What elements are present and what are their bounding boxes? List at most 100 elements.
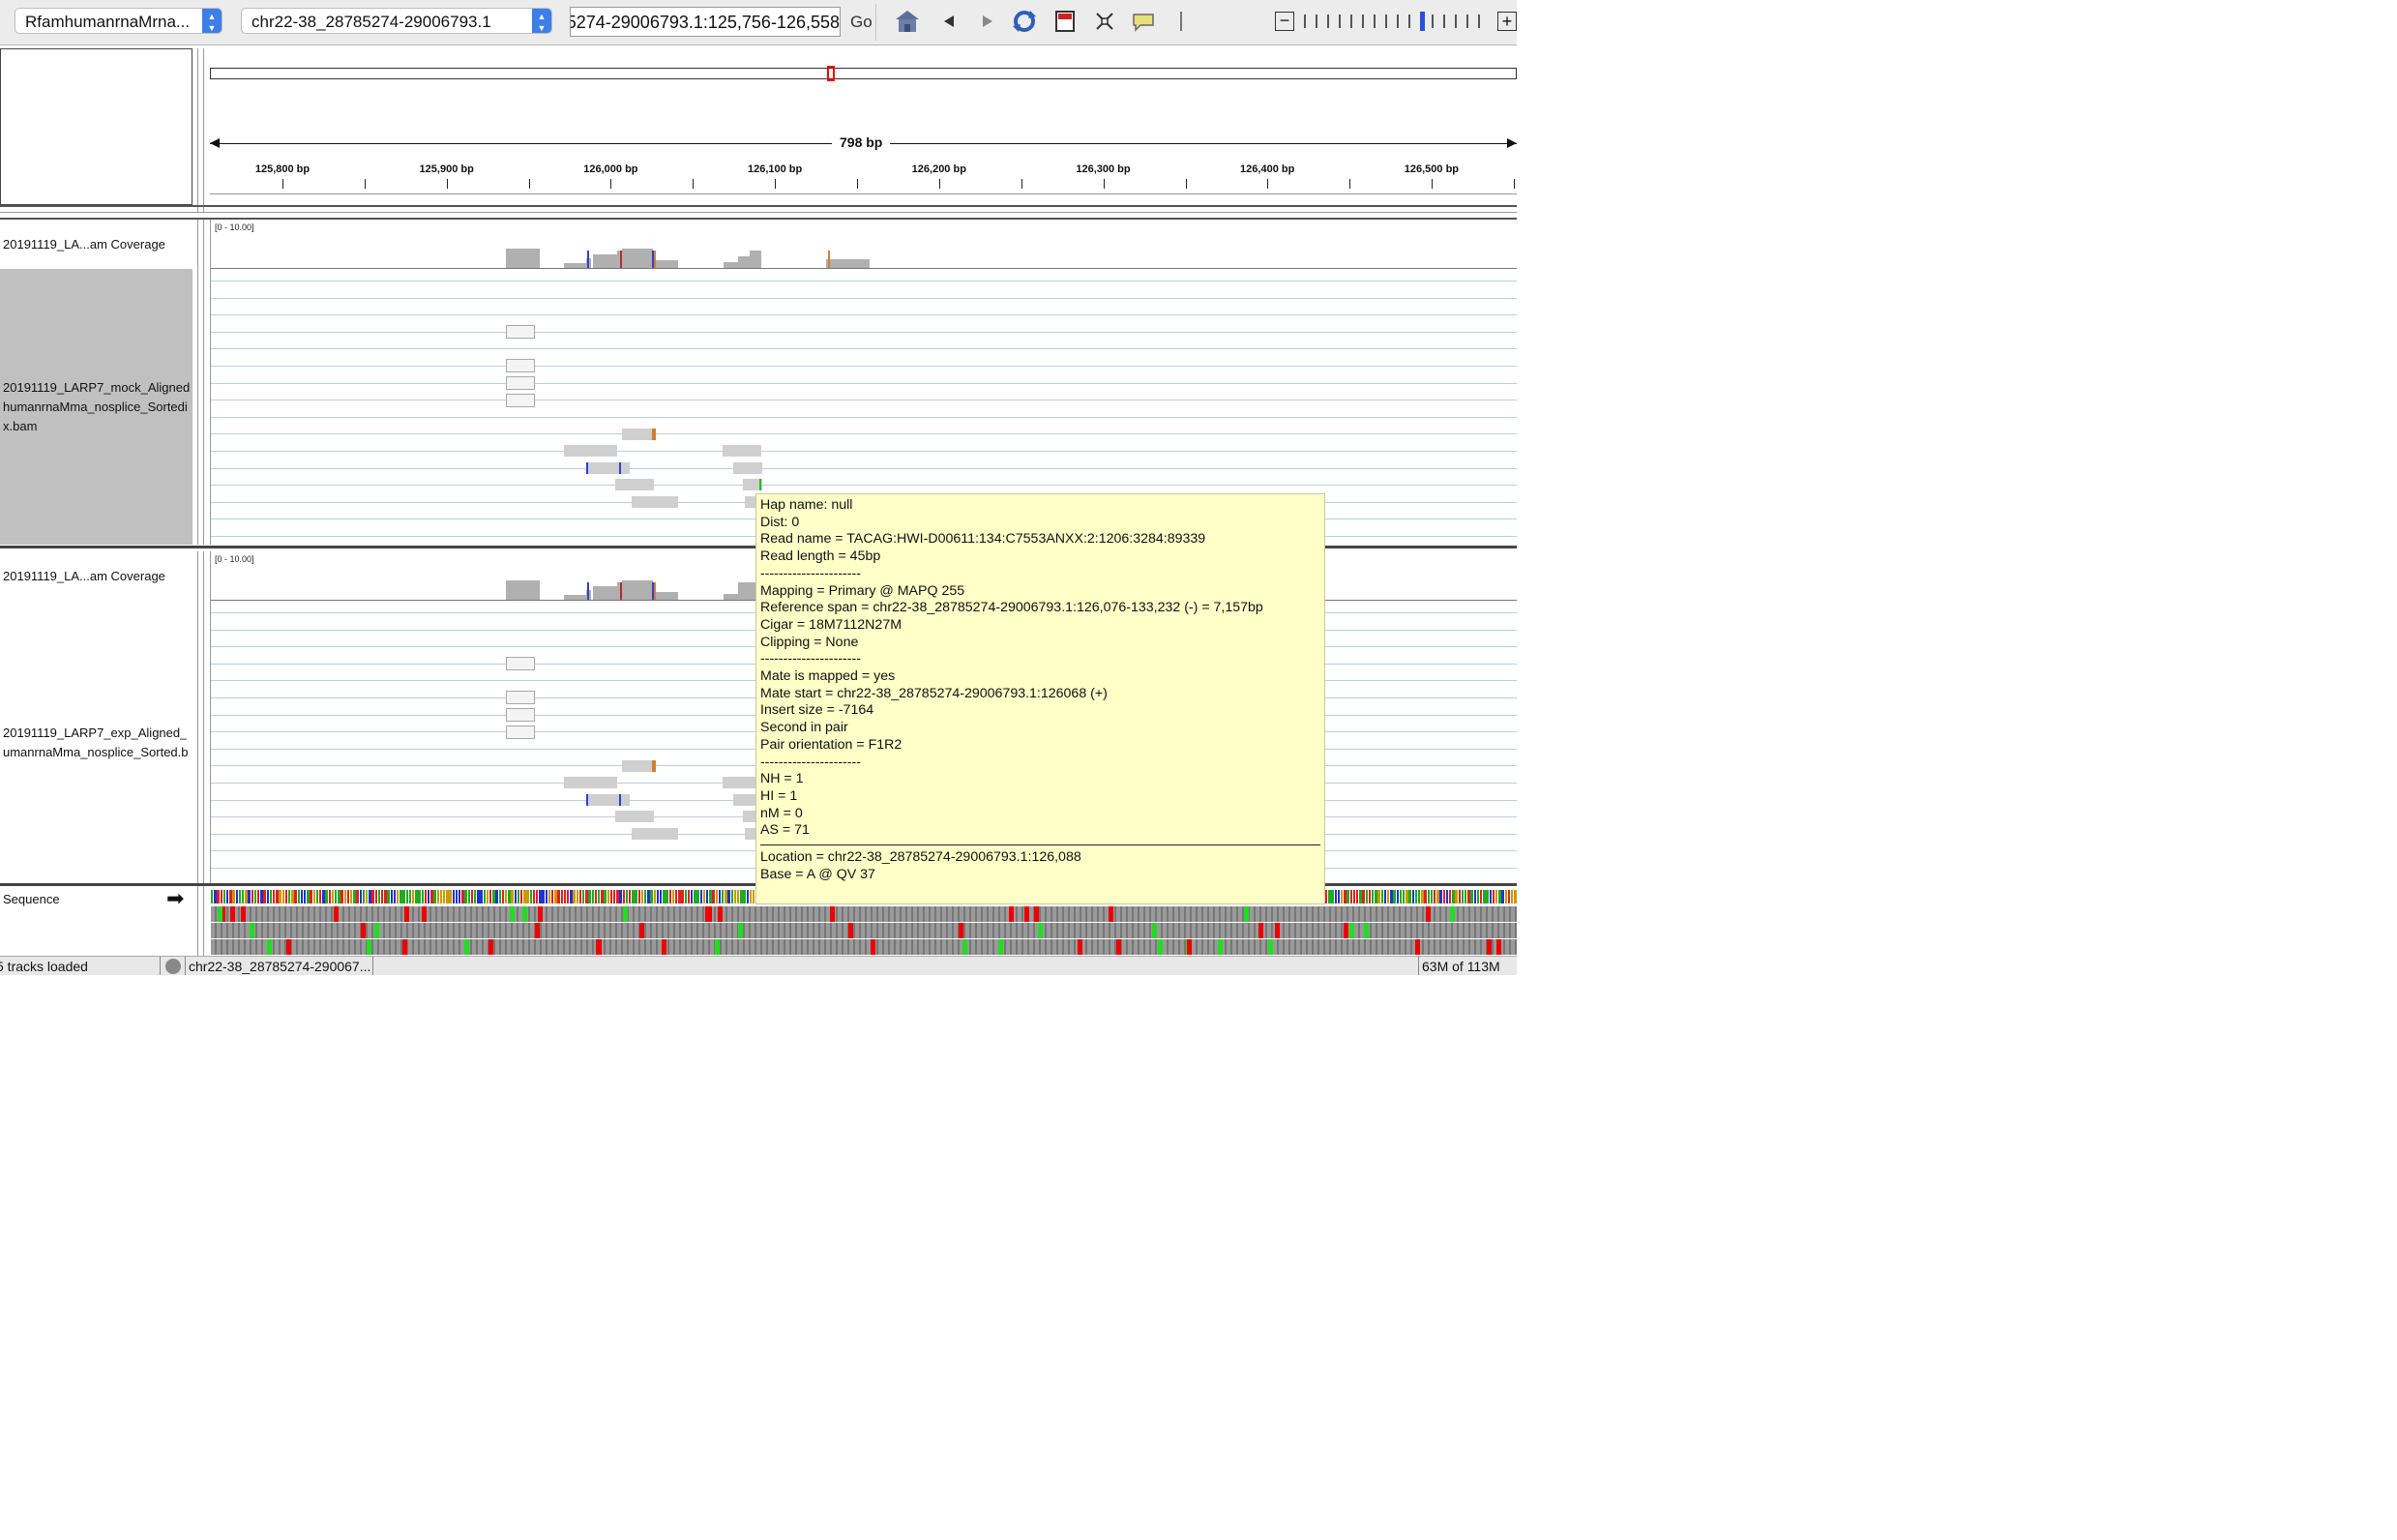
sequence-base — [681, 890, 684, 903]
sequence-base — [576, 890, 578, 903]
zoom-out-button[interactable]: − — [1275, 12, 1294, 31]
aligned-read[interactable] — [587, 462, 630, 474]
back-icon[interactable] — [936, 9, 962, 34]
sequence-base — [1377, 890, 1380, 903]
alignment-track-name-panel-selected[interactable]: 20191119_LARP7_mock_Aligned humanrnaMma_… — [0, 269, 192, 545]
chromosome-ideogram[interactable] — [210, 68, 1517, 79]
popup-line: HI = 1 — [760, 787, 798, 804]
read-block[interactable] — [506, 691, 535, 704]
strand-arrow-icon[interactable]: ➡ — [166, 886, 185, 910]
coverage-mismatch — [652, 251, 654, 268]
go-button[interactable]: Go — [850, 13, 873, 31]
sequence-track-name[interactable]: Sequence — [3, 892, 60, 906]
popup-line: Dist: 0 — [760, 514, 800, 530]
sequence-base — [563, 890, 567, 903]
aligned-read[interactable] — [564, 777, 617, 788]
zoom-slider[interactable] — [1304, 12, 1488, 31]
read-block[interactable] — [506, 325, 535, 339]
sequence-base — [421, 890, 424, 903]
read-block[interactable] — [506, 376, 535, 390]
sequence-base — [684, 890, 687, 903]
sequence-base — [279, 890, 281, 903]
aligned-read[interactable] — [632, 496, 678, 508]
codon-marker — [737, 923, 743, 938]
coverage-track-name[interactable]: 20191119_LA...am Coverage — [3, 237, 165, 252]
locus-status: chr22-38_28785274-290067... — [185, 957, 373, 975]
aligned-read[interactable] — [615, 479, 654, 490]
sequence-base — [338, 890, 340, 903]
coverage-track-name[interactable]: 20191119_LA...am Coverage — [3, 569, 165, 583]
sequence-base — [1393, 890, 1396, 903]
home-icon[interactable] — [895, 9, 920, 34]
aligned-read[interactable] — [733, 794, 762, 806]
codon-marker — [401, 939, 407, 955]
aligned-read[interactable] — [743, 479, 762, 490]
codon-marker — [1449, 906, 1455, 922]
codon-marker — [1243, 906, 1249, 922]
codon-marker — [623, 906, 629, 922]
tracks-loaded-status: 5 tracks loaded — [0, 957, 161, 975]
sequence-base — [369, 890, 371, 903]
coverage-scale-label: [0 - 10.00] — [215, 222, 254, 232]
aligned-read[interactable] — [587, 794, 630, 806]
aligned-read[interactable] — [622, 760, 656, 772]
sequence-base — [1439, 890, 1442, 903]
sequence-base — [418, 890, 421, 903]
sequence-base — [381, 890, 384, 903]
read-block[interactable] — [506, 657, 535, 670]
aligned-read[interactable] — [723, 445, 761, 457]
sequence-base — [1476, 890, 1480, 903]
ruler-tick-label: 126,500 bp — [1404, 163, 1460, 175]
roi-icon[interactable] — [1052, 9, 1078, 34]
aligned-read[interactable] — [564, 445, 617, 457]
forward-icon[interactable] — [975, 9, 1000, 34]
sequence-base — [1399, 890, 1403, 903]
sequence-base — [650, 890, 653, 903]
ruler-minor-tick — [365, 179, 366, 189]
chromosome-dropdown[interactable]: chr22-38_28785274-29006793.1 ▲▼ — [241, 8, 552, 34]
aligned-read[interactable] — [733, 462, 762, 474]
genome-dropdown-value: RfamhumanrnaMrna... — [25, 13, 191, 31]
popup-text-icon[interactable] — [1131, 9, 1156, 34]
header-separator — [0, 212, 1517, 213]
sequence-base — [585, 890, 588, 903]
aligned-read[interactable] — [723, 777, 761, 788]
sequence-base — [1344, 890, 1346, 903]
sequence-base — [276, 890, 279, 903]
ruler-tick-label: 125,900 bp — [419, 163, 474, 175]
read-block[interactable] — [506, 708, 535, 722]
codon-marker — [1186, 939, 1192, 955]
locus-input[interactable]: chr22-38_28785274-29006793.1:125,756-126… — [570, 7, 841, 37]
refresh-icon[interactable] — [1012, 9, 1037, 34]
sequence-base — [647, 890, 650, 903]
sequence-base — [1445, 890, 1449, 903]
sequence-base — [459, 890, 461, 903]
coverage-mismatch — [620, 582, 622, 600]
aligned-read[interactable] — [622, 429, 656, 440]
chromosome-dropdown-value: chr22-38_28785274-29006793.1 — [252, 13, 491, 31]
sequence-base — [452, 890, 455, 903]
toolbar-divider — [875, 4, 876, 41]
read-block[interactable] — [506, 359, 535, 372]
sequence-base — [635, 890, 637, 903]
sequence-base — [1501, 890, 1504, 903]
aligned-read[interactable] — [632, 828, 678, 840]
resize-icon[interactable] — [1092, 9, 1117, 34]
codon-marker — [1349, 923, 1355, 938]
sequence-base — [1362, 890, 1365, 903]
read-block[interactable] — [506, 726, 535, 739]
read-block[interactable] — [506, 394, 535, 407]
alignment-track-name-panel[interactable]: 20191119_LARP7_exp_Aligned_ umanrnaMma_n… — [0, 601, 192, 881]
zoom-in-button[interactable]: + — [1497, 12, 1517, 31]
genome-dropdown[interactable]: RfamhumanrnaMrna... ▲▼ — [15, 8, 222, 34]
sequence-base — [304, 890, 307, 903]
sequence-base — [362, 890, 366, 903]
sequence-base — [390, 890, 393, 903]
sequence-base — [1380, 890, 1383, 903]
sequence-base — [691, 890, 694, 903]
activity-indicator-icon — [165, 959, 181, 974]
sequence-base — [257, 890, 260, 903]
aligned-read[interactable] — [615, 811, 654, 822]
coverage-bar — [826, 259, 870, 268]
